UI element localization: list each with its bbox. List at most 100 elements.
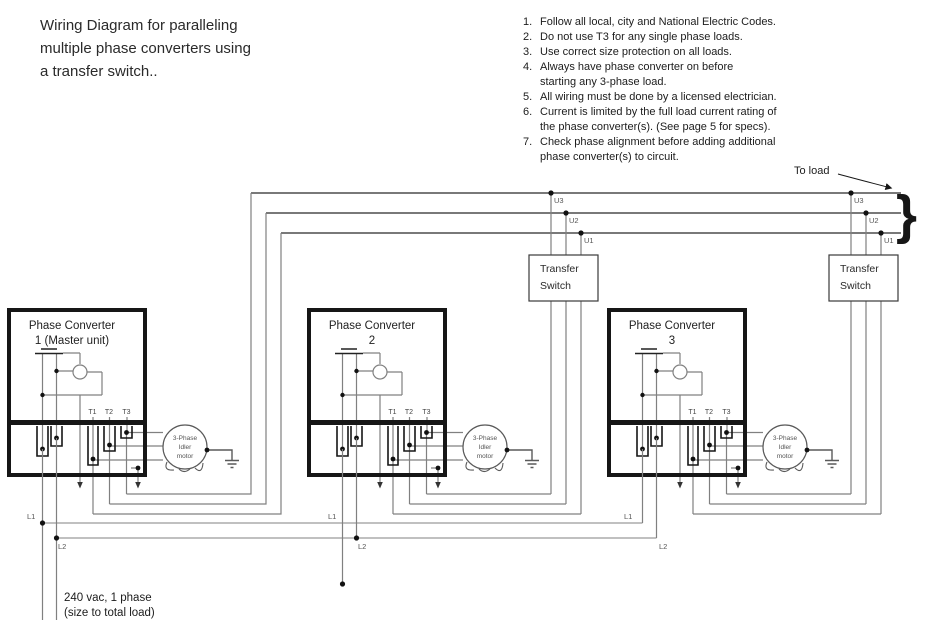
junction-dot xyxy=(339,581,346,587)
note-number: 4. xyxy=(523,61,533,73)
motor-label: 3-Phase xyxy=(773,435,798,442)
junction-dot xyxy=(878,230,884,236)
l2-label: L2 xyxy=(358,542,366,551)
motor-feet-icon xyxy=(465,461,504,473)
transfer-switch-label: Switch xyxy=(540,280,571,292)
note-text: Current is limited by the full load curr… xyxy=(540,106,777,133)
phase-converter-1-group: Phase Converter 1 (Master unit) T1 T2 T3… xyxy=(7,193,282,620)
start-relay-icon xyxy=(372,364,388,380)
bus-label-u2: U2 xyxy=(569,216,579,225)
junction-dot xyxy=(353,535,360,541)
note-text: Do not use T3 for any single phase loads… xyxy=(540,31,743,43)
junction-dot xyxy=(578,230,584,236)
switch-wires xyxy=(550,193,582,514)
bus-label-u3: U3 xyxy=(854,196,864,205)
note-item: 2. Do not use T3 for any single phase lo… xyxy=(523,30,923,45)
note-number: 6. xyxy=(523,106,533,118)
junction-dot xyxy=(548,190,554,196)
bus-label-u2: U2 xyxy=(869,216,879,225)
page-title: Wiring Diagram for paralleling multiple … xyxy=(40,17,251,80)
note-item: 6. Current is limited by the full load c… xyxy=(523,105,923,135)
terminal-label-t2: T2 xyxy=(705,409,713,416)
motor-label: motor xyxy=(777,453,794,460)
bus-label-u1: U1 xyxy=(884,236,894,245)
converter-1-bus-loops xyxy=(41,193,282,620)
junction-dots xyxy=(40,368,210,471)
motor-label: motor xyxy=(177,453,194,460)
transfer-switch-label: Switch xyxy=(840,280,871,292)
converter-enclosure xyxy=(7,308,147,477)
converter-3-bus-loops xyxy=(641,438,881,538)
note-text: Follow all local, city and National Elec… xyxy=(540,16,776,28)
terminal-label-t3: T3 xyxy=(722,409,730,416)
note-text: All wiring must be done by a licensed el… xyxy=(540,91,777,103)
converter-enclosure xyxy=(607,308,747,477)
terminal-label-t3: T3 xyxy=(122,409,130,416)
terminal-label-t3: T3 xyxy=(422,409,430,416)
phase-converter-3-group: Phase Converter 3 T1 T2 T3 3-Phase Idler… xyxy=(607,308,881,538)
transfer-switch-label: Transfer xyxy=(840,263,879,275)
capacitor-icon xyxy=(35,348,63,355)
l1-label: L1 xyxy=(624,512,632,521)
capacitor-icon xyxy=(635,348,663,355)
converter-title: Phase Converter xyxy=(29,320,115,332)
transfer-switch-2-group: Transfer Switch U3 U2 U1 xyxy=(828,190,899,514)
note-number: 1. xyxy=(523,16,533,28)
motor-label: Idler xyxy=(179,444,192,451)
note-item: 3. Use correct size protection on all lo… xyxy=(523,45,923,60)
source-line-1: 240 vac, 1 phase xyxy=(64,592,152,604)
bus-label-u3: U3 xyxy=(554,196,564,205)
panel-divider xyxy=(9,420,145,425)
load-brace: } xyxy=(896,185,917,245)
note-number: 2. xyxy=(523,31,533,43)
ground-icon xyxy=(207,449,239,469)
converter-subtitle: 1 (Master unit) xyxy=(35,335,109,347)
terminal-label-t1: T1 xyxy=(688,409,696,416)
note-text: Always have phase converter on before st… xyxy=(540,61,734,88)
start-relay-icon xyxy=(672,364,688,380)
junction-dot xyxy=(53,535,60,541)
note-text: Use correct size protection on all loads… xyxy=(540,46,732,58)
transfer-switch-box xyxy=(528,254,599,302)
converter-2-bus-loops xyxy=(341,438,581,584)
bus-rails xyxy=(251,192,901,234)
converter-subtitle: 3 xyxy=(669,335,675,347)
converter-title: Phase Converter xyxy=(329,320,415,332)
note-item: 1. Follow all local, city and National E… xyxy=(523,15,923,30)
start-relay-icon xyxy=(72,364,88,380)
to-load-label: To load xyxy=(794,165,830,177)
notes-list: 1. Follow all local, city and National E… xyxy=(523,15,923,165)
phase-converter-2-group: Phase Converter 2 T1 T2 T3 3-Phase Idler… xyxy=(307,308,581,587)
converter-subtitle: 2 xyxy=(369,335,375,347)
motor-label: 3-Phase xyxy=(473,435,498,442)
idler-motor-icon xyxy=(762,424,808,470)
l1-label: L1 xyxy=(328,512,336,521)
terminal-label-t2: T2 xyxy=(405,409,413,416)
converter-enclosure xyxy=(307,308,447,477)
l2-label: L2 xyxy=(659,542,667,551)
transfer-switch-box xyxy=(828,254,899,302)
idler-motor-icon xyxy=(162,424,208,470)
terminal-label-t1: T1 xyxy=(88,409,96,416)
motor-label: 3-Phase xyxy=(173,435,198,442)
transfer-switch-1-group: Transfer Switch U3 U2 U1 xyxy=(528,190,599,514)
note-text: Check phase alignment before adding addi… xyxy=(540,136,776,163)
bus-label-u1: U1 xyxy=(584,236,594,245)
l1-label: L1 xyxy=(27,512,35,521)
junction-dots xyxy=(640,368,810,471)
motor-label: Idler xyxy=(479,444,492,451)
converter-title: Phase Converter xyxy=(629,320,715,332)
note-item: 7. Check phase alignment before adding a… xyxy=(523,135,923,165)
source-label: 240 vac, 1 phase (size to total load) xyxy=(64,591,155,620)
terminal-label-t1: T1 xyxy=(388,409,396,416)
junction-dot xyxy=(39,520,46,526)
ground-icon xyxy=(507,449,539,469)
panel-divider xyxy=(609,420,745,425)
note-number: 7. xyxy=(523,136,533,148)
motor-label: Idler xyxy=(779,444,792,451)
terminal-label-t2: T2 xyxy=(105,409,113,416)
capacitor-icon xyxy=(335,348,363,355)
idler-motor-icon xyxy=(462,424,508,470)
